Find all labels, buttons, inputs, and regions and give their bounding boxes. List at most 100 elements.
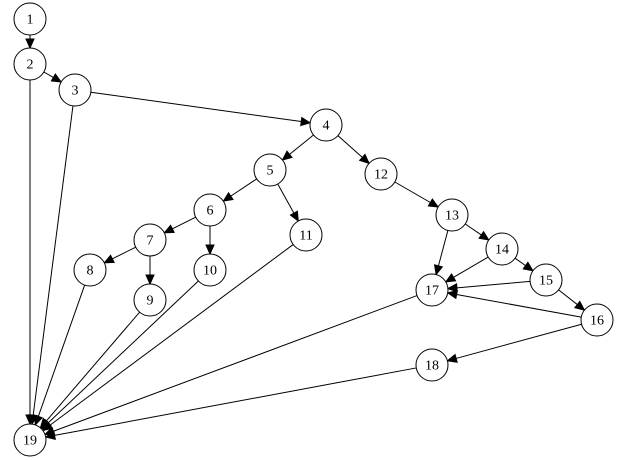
node-11: 11 xyxy=(289,218,323,252)
node-16: 16 xyxy=(580,303,614,337)
edge-line xyxy=(54,367,417,436)
node-label: 11 xyxy=(299,229,312,244)
edge-3-to-19 xyxy=(28,105,74,426)
node-2: 2 xyxy=(13,47,47,81)
node-4: 4 xyxy=(309,108,343,142)
edge-1-to-2 xyxy=(25,35,35,50)
arrowhead xyxy=(358,153,370,165)
edge-line xyxy=(453,256,489,278)
edge-line xyxy=(32,105,74,416)
node-label: 6 xyxy=(207,204,214,219)
node-circle xyxy=(253,153,287,187)
node-circle xyxy=(289,218,323,252)
arrowhead xyxy=(433,264,444,276)
node-circle xyxy=(193,193,227,227)
node-3: 3 xyxy=(58,73,92,107)
node-circle xyxy=(415,348,449,382)
node-label: 16 xyxy=(590,314,604,329)
edge-line xyxy=(289,134,314,155)
arrowhead xyxy=(103,254,115,264)
node-8: 8 xyxy=(73,253,107,287)
arrowhead xyxy=(222,191,234,202)
edge-line xyxy=(37,284,86,417)
arrowhead xyxy=(427,198,440,208)
edge-line xyxy=(558,289,578,305)
node-1: 1 xyxy=(13,2,47,36)
node-12: 12 xyxy=(364,157,398,191)
node-10: 10 xyxy=(193,253,227,287)
node-circle xyxy=(309,108,343,142)
node-label: 3 xyxy=(72,84,79,99)
edges-layer xyxy=(25,35,586,441)
edge-13-to-14 xyxy=(464,223,490,241)
edge-line xyxy=(394,181,431,203)
arrowhead xyxy=(44,430,56,441)
edge-5-to-11 xyxy=(277,183,299,223)
node-label: 10 xyxy=(203,264,217,279)
edge-8-to-19 xyxy=(33,284,86,427)
node-label: 14 xyxy=(495,243,509,258)
edge-7-to-8 xyxy=(103,246,136,264)
arrowhead xyxy=(25,38,35,50)
arrowhead xyxy=(446,353,458,363)
node-circle xyxy=(435,198,469,232)
edge-16-to-18 xyxy=(446,323,582,363)
node-circle xyxy=(580,303,614,337)
arrowhead xyxy=(478,230,490,241)
edge-17-to-19 xyxy=(43,295,418,436)
node-label: 5 xyxy=(267,164,274,179)
node-circle xyxy=(13,47,47,81)
arrowhead xyxy=(444,272,457,283)
arrowhead xyxy=(573,300,586,311)
node-label: 9 xyxy=(147,294,154,309)
edge-15-to-17 xyxy=(446,280,531,293)
node-circle xyxy=(415,273,449,307)
edge-line xyxy=(456,280,531,289)
edge-15-to-16 xyxy=(558,289,586,311)
edge-line xyxy=(437,230,449,266)
edge-5-to-6 xyxy=(222,178,257,202)
node-circle xyxy=(364,157,398,191)
node-label: 8 xyxy=(87,264,94,279)
edge-2-to-3 xyxy=(43,71,63,83)
edge-18-to-19 xyxy=(44,367,417,441)
node-circle xyxy=(529,263,563,297)
arrowhead xyxy=(163,224,175,234)
edge-line xyxy=(337,135,363,158)
edge-4-to-5 xyxy=(281,134,314,161)
edge-line xyxy=(464,223,482,236)
arrowhead xyxy=(522,261,534,272)
edge-line xyxy=(277,183,295,214)
arrowhead xyxy=(50,73,63,83)
edge-line xyxy=(45,311,140,422)
node-label: 1 xyxy=(27,13,34,28)
node-19: 19 xyxy=(13,423,47,457)
edge-line xyxy=(90,91,302,123)
edge-12-to-13 xyxy=(394,181,440,208)
node-6: 6 xyxy=(193,193,227,227)
node-circle xyxy=(13,2,47,36)
node-7: 7 xyxy=(133,223,167,257)
edge-line xyxy=(112,246,136,260)
node-circle xyxy=(485,232,519,266)
edge-7-to-9 xyxy=(145,256,155,286)
node-circle xyxy=(193,253,227,287)
edge-line xyxy=(47,280,199,424)
arrowhead xyxy=(300,116,312,127)
arrowhead xyxy=(289,210,299,223)
node-circle xyxy=(13,423,47,457)
node-label: 15 xyxy=(539,274,553,289)
arrowhead xyxy=(281,150,293,161)
edge-11-to-19 xyxy=(41,244,294,432)
node-15: 15 xyxy=(529,263,563,297)
node-circle xyxy=(58,73,92,107)
node-circle xyxy=(133,223,167,257)
edge-line xyxy=(230,178,257,197)
node-label: 2 xyxy=(27,58,34,73)
edge-4-to-12 xyxy=(337,135,370,165)
node-label: 12 xyxy=(374,168,388,183)
node-label: 18 xyxy=(425,359,439,374)
edge-2-to-19 xyxy=(25,80,35,426)
